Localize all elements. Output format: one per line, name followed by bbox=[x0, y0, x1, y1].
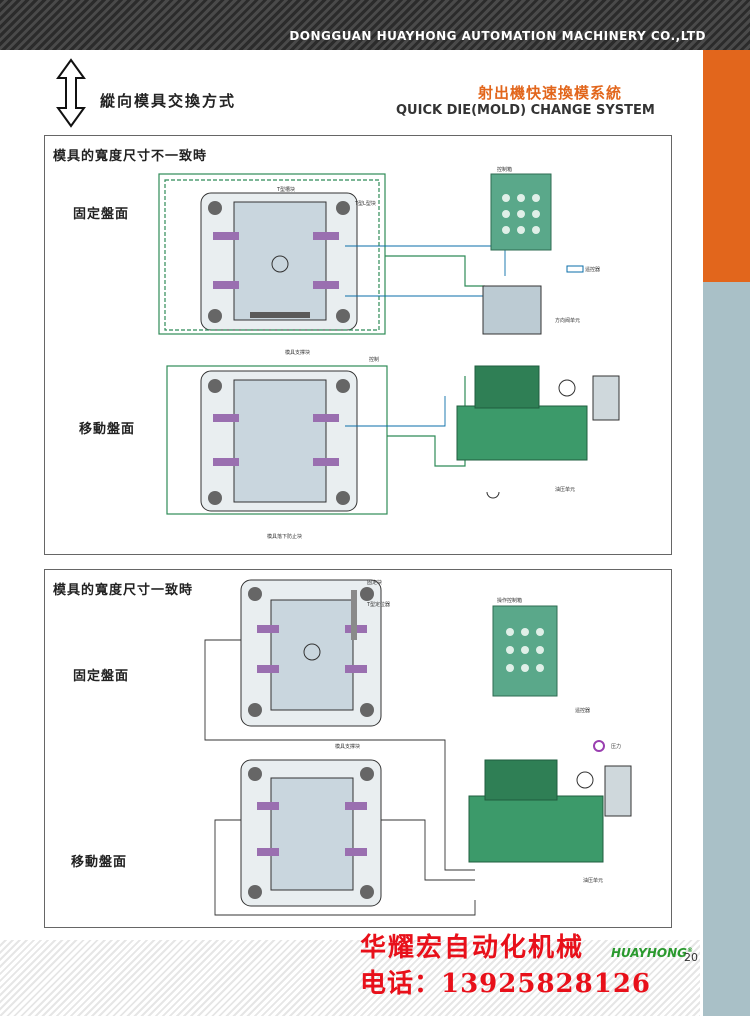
brand-logo: HUAYHONG® bbox=[611, 946, 693, 960]
vertical-arrow-icon bbox=[56, 58, 86, 128]
header-bar: DONGGUAN HUAYHONG AUTOMATION MACHINERY C… bbox=[0, 0, 750, 50]
hydraulic-unit bbox=[456, 405, 588, 461]
hydraulic-unit bbox=[468, 795, 604, 863]
system-title-cn: 射出機快速換模系統 bbox=[478, 84, 623, 102]
section-title: 縱向模具交換方式 bbox=[100, 92, 237, 110]
svg-text:T型L型块: T型L型块 bbox=[354, 200, 376, 207]
valve-unit bbox=[482, 285, 542, 335]
svg-text:模具落下防止块: 模具落下防止块 bbox=[267, 533, 302, 540]
svg-text:方向阀单元: 方向阀单元 bbox=[555, 317, 580, 324]
panel-title: 模具的寬度尺寸一致時 bbox=[53, 583, 194, 598]
fixed-platen-label: 固定盤面 bbox=[73, 207, 130, 222]
company-name: DONGGUAN HUAYHONG AUTOMATION MACHINERY C… bbox=[289, 29, 706, 43]
svg-text:控制箱: 控制箱 bbox=[497, 166, 512, 173]
svg-text:固定块: 固定块 bbox=[367, 579, 382, 586]
fixed-platen-drawing bbox=[240, 579, 382, 727]
svg-text:遥控器: 遥控器 bbox=[585, 266, 600, 273]
brand-logo-text: HUAYHONG bbox=[611, 946, 687, 960]
contact-phone: 电话：13925828126 bbox=[360, 969, 651, 999]
svg-text:油压单元: 油压单元 bbox=[583, 877, 603, 884]
svg-text:模具支撑块: 模具支撑块 bbox=[285, 349, 310, 356]
fixed-platen-label: 固定盤面 bbox=[73, 669, 130, 684]
diagram-panel-equal-width: 模具的寬度尺寸一致時 固定盤面 移動盤面 bbox=[44, 569, 672, 928]
hydraulic-diagram-2: 固定块 T型定位器 操作控制箱 遥控器 模具支撑块 压力 油压单元 bbox=[204, 579, 632, 916]
system-title-en: QUICK DIE(MOLD) CHANGE SYSTEM bbox=[396, 103, 655, 118]
panel-title: 模具的寬度尺寸不一致時 bbox=[53, 149, 208, 164]
svg-text:控制: 控制 bbox=[369, 356, 379, 363]
svg-text:操作控制箱: 操作控制箱 bbox=[497, 597, 522, 604]
svg-text:T型定位器: T型定位器 bbox=[366, 601, 390, 608]
svg-text:油压单元: 油压单元 bbox=[555, 486, 575, 493]
hydraulic-diagram-1: T型槽块 T型L型块 控制箱 遥控器 方向阀单元 模具支撑块 控制 油压单元 模… bbox=[158, 166, 620, 540]
page-number: 20 bbox=[684, 951, 698, 964]
svg-text:压力: 压力 bbox=[611, 743, 621, 750]
moving-platen-label: 移動盤面 bbox=[71, 855, 128, 870]
contact-company: 华耀宏自动化机械 bbox=[360, 933, 585, 963]
moving-platen-drawing bbox=[200, 370, 358, 512]
side-accent-orange bbox=[703, 50, 750, 282]
svg-text:模具支撑块: 模具支撑块 bbox=[335, 743, 360, 750]
svg-text:T型槽块: T型槽块 bbox=[276, 186, 295, 193]
svg-text:遥控器: 遥控器 bbox=[575, 707, 590, 714]
side-accent-blue bbox=[703, 282, 750, 1016]
moving-platen-label: 移動盤面 bbox=[79, 422, 136, 437]
diagram-panel-unequal-width: 模具的寬度尺寸不一致時 固定盤面 移動盤面 bbox=[44, 135, 672, 555]
footer-pattern bbox=[0, 940, 700, 1016]
fixed-platen-drawing bbox=[200, 192, 358, 331]
moving-platen-drawing bbox=[240, 759, 382, 907]
